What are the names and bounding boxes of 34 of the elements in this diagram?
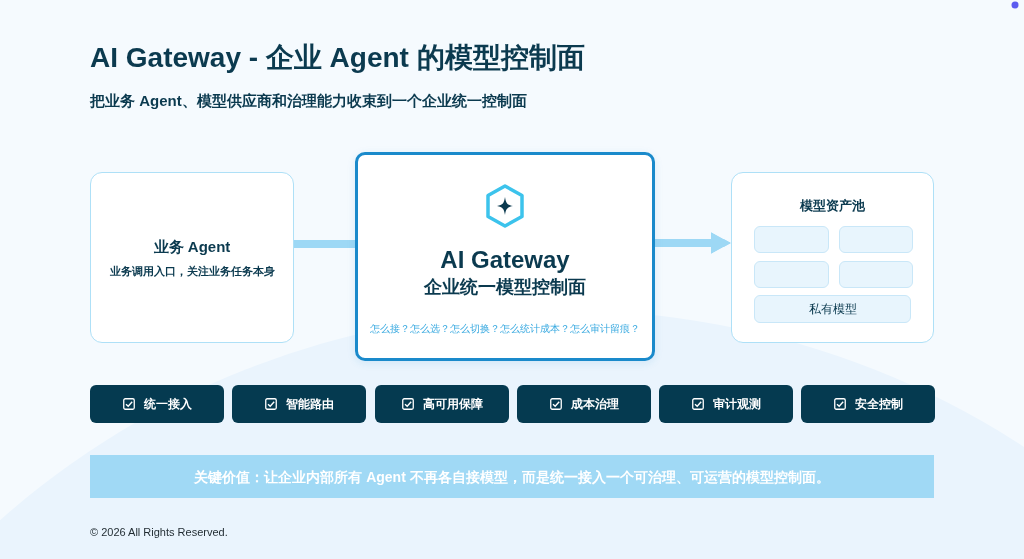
tag-label: 统一接入 <box>143 396 192 412</box>
tag-label: 审计观测 <box>712 396 761 412</box>
feature-tag <box>232 385 366 423</box>
gateway-card <box>355 152 655 361</box>
copyright-text: © 2026 All Rights Reserved. <box>90 525 228 540</box>
key-value-banner <box>90 455 934 498</box>
connector-bar <box>294 240 355 248</box>
card-description: 业务调用入口，关注业务任务本身 <box>109 263 275 279</box>
model-chip <box>839 226 913 253</box>
model-chip <box>839 261 913 288</box>
feature-tag <box>517 385 651 423</box>
feature-tag <box>801 385 935 423</box>
tag-label: 成本治理 <box>570 396 619 412</box>
question-text: 怎么接？怎么选？怎么切换？怎么统计成本？怎么审计留痕？ <box>370 322 640 336</box>
tag-label: 智能路由 <box>285 396 334 412</box>
tag-label: 安全控制 <box>854 396 903 412</box>
subtitle: 把业务 Agent、模型供应商和治理能力收束到一个企业统一控制面 <box>90 91 527 111</box>
feature-tag <box>90 385 224 423</box>
model-name: 私有模型 <box>808 301 857 317</box>
tag-label: 高可用保障 <box>422 396 483 412</box>
arrow <box>655 232 731 254</box>
model-chip <box>754 226 829 253</box>
panel-heading: 模型资产池 <box>800 197 865 215</box>
card-heading: 业务 Agent <box>153 236 231 257</box>
model-pool-panel <box>731 172 934 343</box>
feature-tag <box>659 385 793 423</box>
model-chip <box>754 295 911 323</box>
gateway-heading: AI Gateway <box>440 245 570 275</box>
title: AI Gateway - 企业 Agent 的模型控制面 <box>90 41 585 75</box>
agent-card <box>90 172 294 343</box>
banner-text: 关键价值：让企业内部所有 Agent 不再各自接模型，而是统一接入一个可治理、可运营的模型控制面。 <box>194 467 830 487</box>
feature-tag <box>375 385 509 423</box>
gateway-subheading: 企业统一模型控制面 <box>424 276 586 299</box>
model-chip <box>754 261 829 288</box>
